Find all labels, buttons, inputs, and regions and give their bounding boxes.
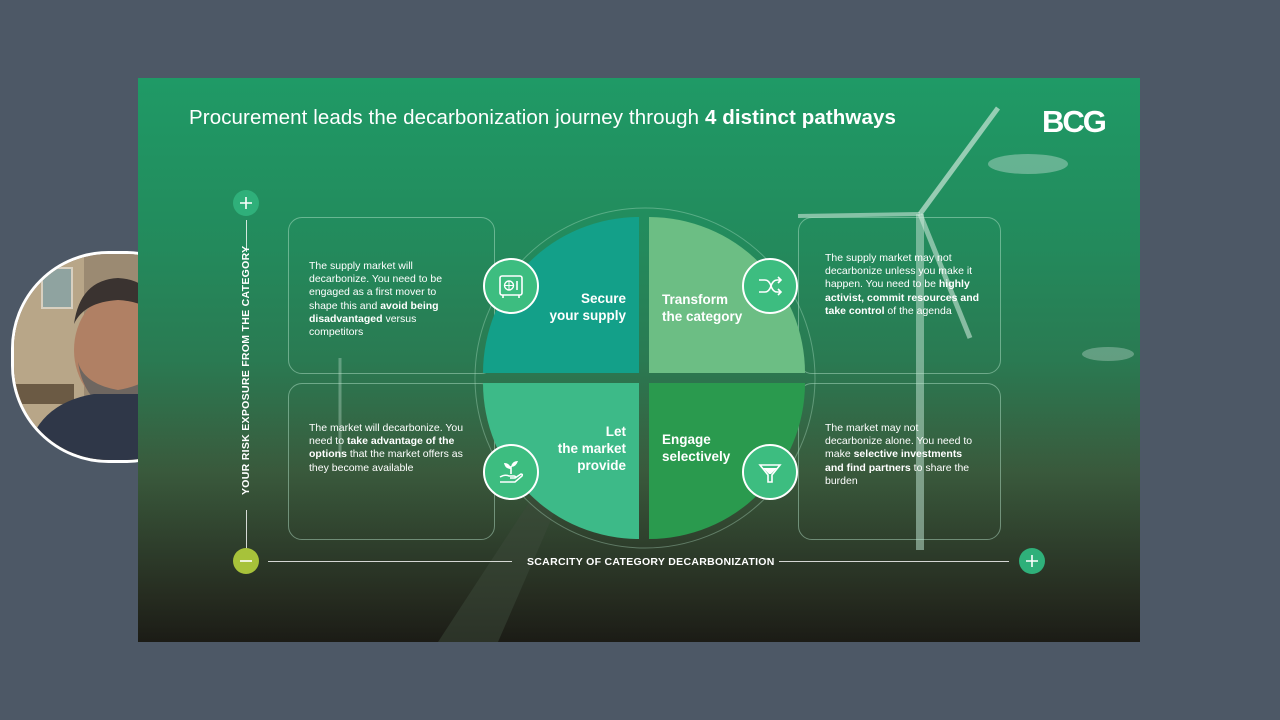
safe-icon	[483, 258, 539, 314]
panel-transform-category	[798, 217, 1001, 374]
plant-in-hand-icon	[483, 444, 539, 500]
let-description: The market will decarbonize. You need to…	[309, 422, 464, 474]
shuffle-icon	[742, 258, 798, 314]
quadrant-engage-selectively[interactable]	[649, 383, 805, 539]
quadrant-transform-category[interactable]	[649, 217, 805, 373]
quadrant-outer-ring	[474, 207, 816, 549]
bcg-logo: BCG	[1042, 104, 1107, 139]
slide-title-plain: Procurement leads the decarbonization jo…	[189, 106, 705, 129]
quadrant-secure-supply[interactable]	[483, 217, 639, 373]
x-axis-plus-icon	[1019, 548, 1045, 574]
panel-engage-selectively	[798, 383, 1001, 540]
quadrant-let-market-provide[interactable]	[483, 383, 639, 539]
funnel-icon	[742, 444, 798, 500]
y-axis-label: YOUR RISK EXPOSURE FROM THE CATEGORY	[240, 245, 252, 495]
engage-description: The market may not decarbonize alone. Yo…	[825, 422, 973, 487]
y-axis-plus-icon	[233, 190, 259, 216]
y-axis-line-bottom	[246, 510, 247, 550]
secure-description: The supply market will decarbonize. You …	[309, 260, 443, 339]
x-axis-label: SCARCITY OF CATEGORY DECARBONIZATION	[527, 556, 775, 568]
x-axis-line-left	[268, 561, 512, 562]
axis-minus-icon	[233, 548, 259, 574]
slide-title-bold: 4 distinct pathways	[704, 106, 896, 129]
transform-description: The supply market may not decarbonize un…	[825, 252, 980, 317]
slide-title: Procurement leads the decarbonization jo…	[189, 106, 896, 130]
x-axis-line-right	[779, 561, 1009, 562]
y-axis-line-top	[246, 220, 247, 252]
presentation-slide: Procurement leads the decarbonization jo…	[138, 78, 1140, 642]
